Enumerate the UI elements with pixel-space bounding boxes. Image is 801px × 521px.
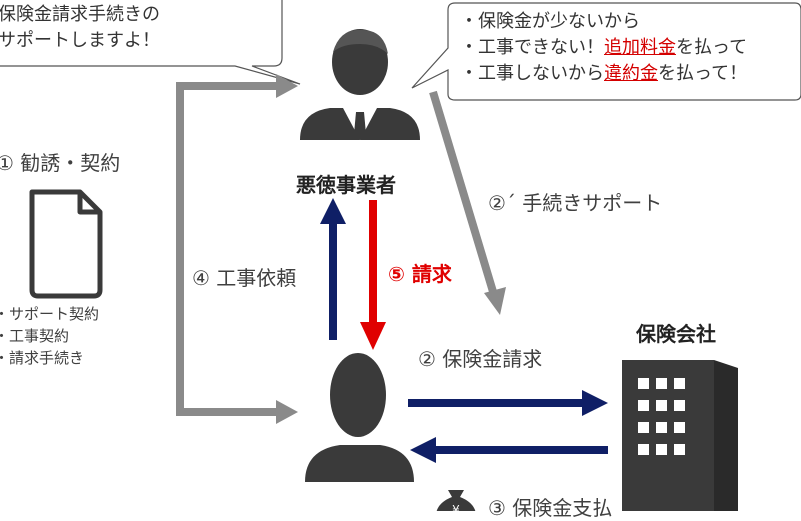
right-bubble-text: ・保険金が少ないから ・工事できない！追加料金を払って ・工事しないから違約金を…: [460, 9, 747, 87]
payment-arrow-head: [410, 437, 436, 463]
left-bubble-line2: サポートしますよ！: [0, 30, 160, 51]
document-icon: [29, 189, 103, 299]
bill-arrow-head: [360, 322, 386, 350]
step1-label: ① 勧誘・契約: [0, 151, 121, 175]
loop-arrow: [176, 82, 280, 416]
building-icon: [622, 360, 738, 511]
step4-label: ④ 工事依頼: [192, 266, 297, 290]
line2-pre: ・工事できない！: [460, 37, 604, 58]
penalty-text: 違約金: [604, 63, 658, 84]
left-bubble-line1: 保険金請求手続きの: [0, 4, 160, 25]
person-suit-icon: [300, 29, 420, 140]
loop-arrow-head-top: [276, 74, 298, 98]
claim-arrow-head: [582, 390, 608, 416]
money-bag-icon: ¥: [436, 490, 476, 511]
step5-label: ⑤ 請求: [388, 262, 452, 286]
contract-items: ・サポート契約 ・工事契約 ・請求手続き: [0, 303, 99, 369]
loop-arrow-head-bottom: [276, 400, 298, 424]
right-bubble-line1: ・保険金が少ないから: [460, 11, 640, 32]
request-work-arrow-head: [320, 198, 346, 224]
contract-item: ・請求手続き: [0, 349, 85, 367]
extra-fee-text: 追加料金: [604, 37, 676, 58]
step2-support-label: ②´ 手続きサポート: [488, 191, 663, 215]
svg-text:¥: ¥: [452, 503, 460, 511]
step3-label: ③ 保険金支払: [488, 496, 613, 520]
support-arrow: [429, 90, 498, 297]
insurer-label: 保険会社: [636, 322, 716, 346]
contractor-label: 悪徳事業者: [296, 173, 396, 197]
step2-claim-label: ② 保険金請求: [418, 347, 543, 371]
line3-pre: ・工事しないから: [460, 63, 604, 84]
contract-item: ・工事契約: [0, 327, 70, 345]
right-bubble-line2: ・工事できない！追加料金を払って: [460, 35, 747, 61]
person-icon: [305, 353, 414, 482]
support-arrow-head: [484, 287, 506, 315]
left-speech-bubble: [0, 0, 301, 85]
left-bubble-text: 保険金請求手続きの サポートしますよ！: [0, 2, 160, 54]
line2-post: を払って: [676, 37, 748, 58]
line3-post: を払って！: [658, 63, 748, 84]
contract-item: ・サポート契約: [0, 305, 100, 323]
right-bubble-line3: ・工事しないから違約金を払って！: [460, 61, 747, 87]
